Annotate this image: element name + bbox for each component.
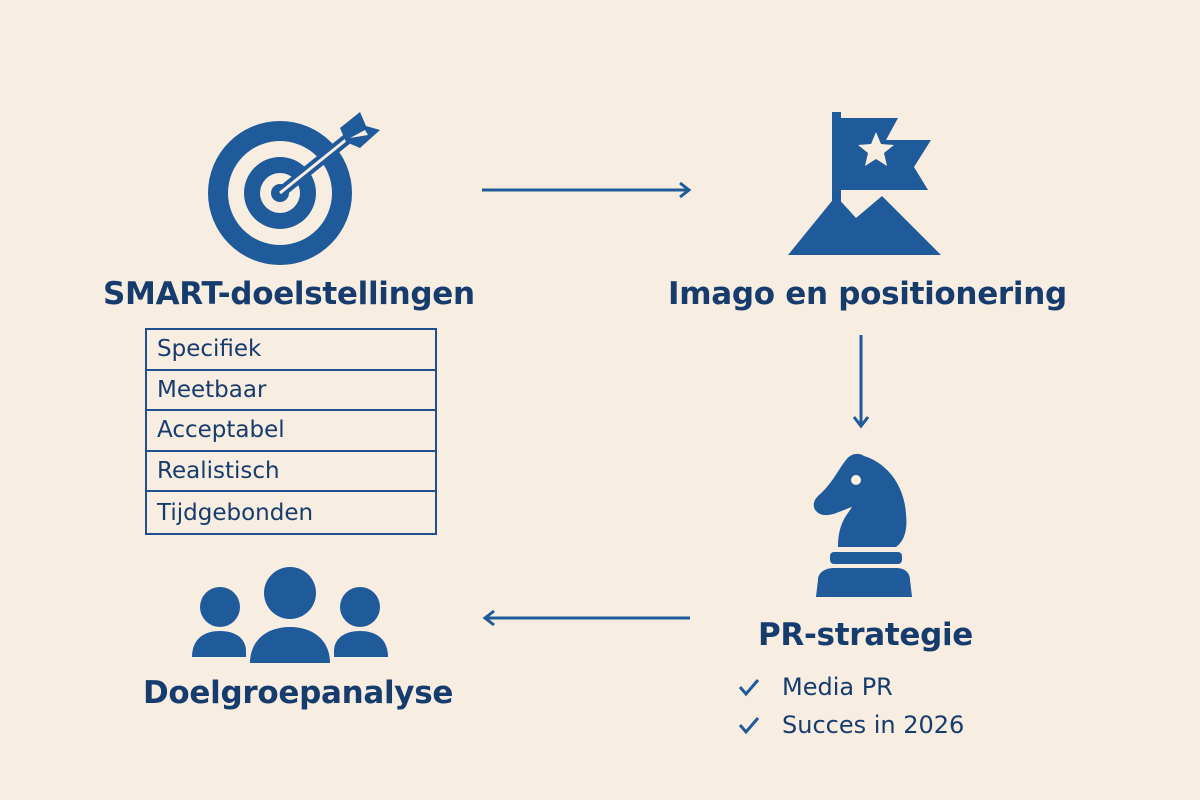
checklist-label: Succes in 2026	[782, 711, 965, 739]
checklist-item: Succes in 2026	[738, 706, 964, 744]
pr-strategy-title: PR-strategie	[758, 617, 974, 653]
pr-checklist: Media PR Succes in 2026	[738, 668, 964, 744]
checklist-item: Media PR	[738, 668, 964, 706]
people-group-icon	[190, 565, 390, 665]
smart-criterion-meetbaar: Meetbaar	[147, 371, 435, 412]
arrow-imago-to-pr	[851, 335, 871, 434]
checkmark-icon	[738, 714, 760, 736]
target-arrow-icon	[200, 108, 385, 268]
smart-criterion-realistisch: Realistisch	[147, 452, 435, 493]
chess-knight-icon	[808, 452, 918, 602]
smart-criterion-tijdgebonden: Tijdgebonden	[157, 499, 314, 526]
doelgroep-title: Doelgroepanalyse	[143, 675, 454, 711]
smart-criterion-specifiek: Specifiek	[147, 330, 435, 371]
imago-title: Imago en positionering	[668, 276, 1067, 312]
smart-criterion-acceptabel: Acceptabel	[147, 411, 435, 452]
smart-criteria-table: Specifiek Meetbaar Acceptabel Realistisc…	[145, 328, 437, 535]
smart-title: SMART-doelstellingen	[103, 276, 475, 312]
arrow-pr-to-doelgroep	[482, 608, 692, 632]
arrow-smart-to-imago	[482, 180, 694, 204]
flag-mountain-icon	[786, 110, 946, 260]
checkmark-icon	[738, 676, 760, 698]
checklist-label: Media PR	[782, 673, 893, 701]
